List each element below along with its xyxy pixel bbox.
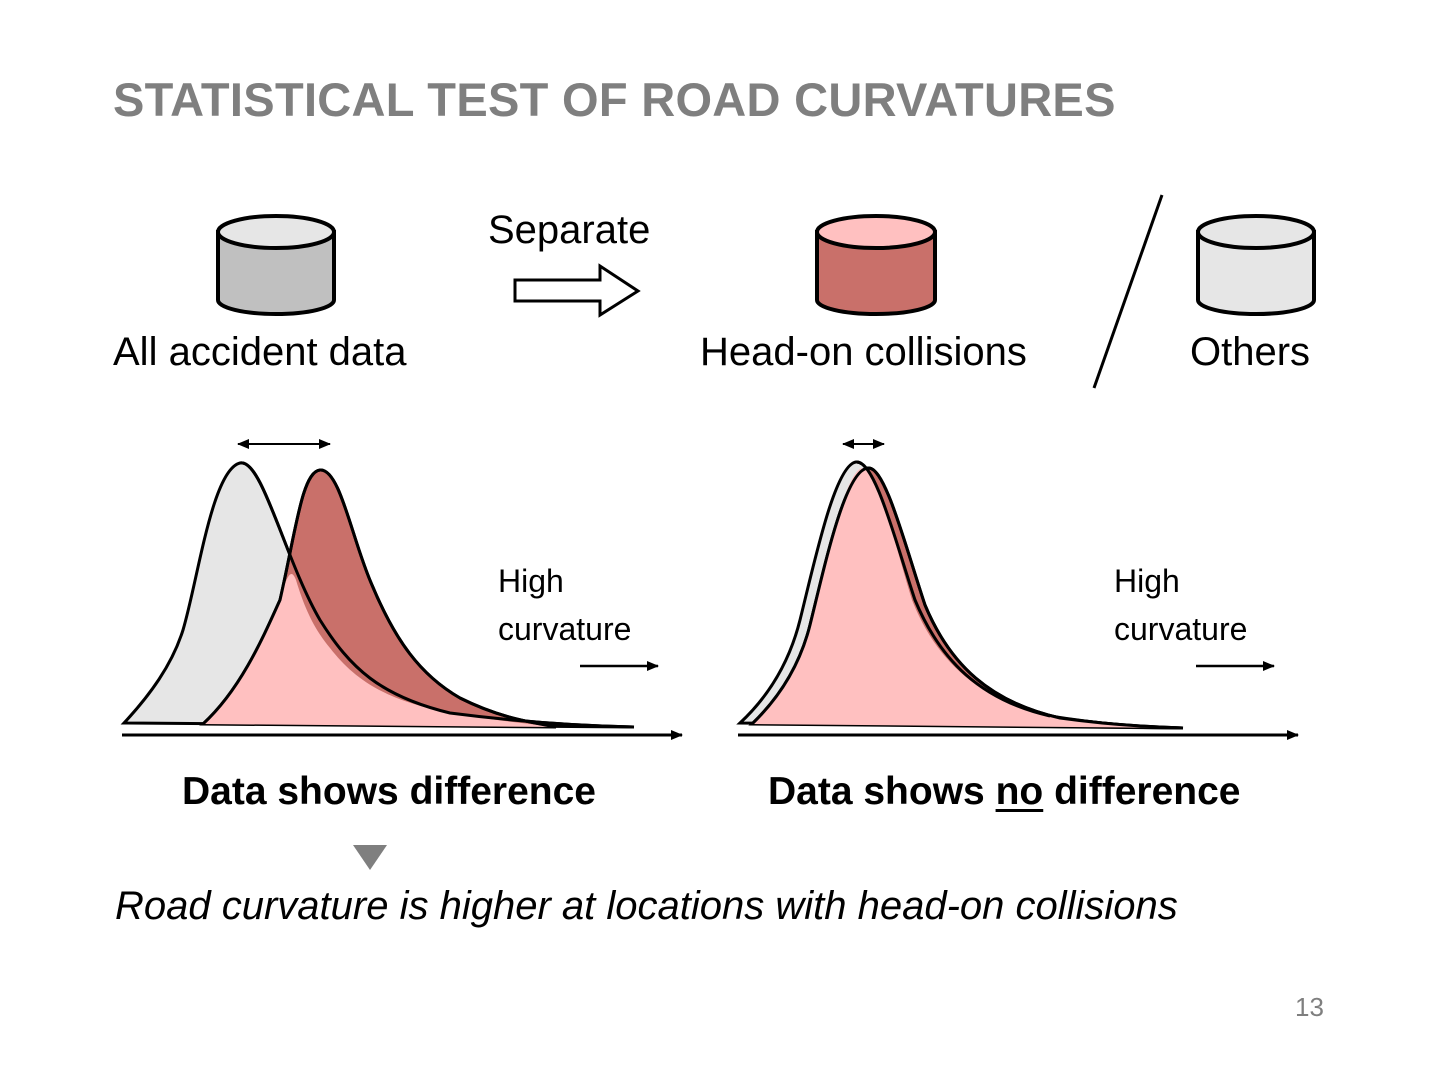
head-on-collisions-label: Head-on collisions xyxy=(700,330,1027,374)
down-triangle-icon xyxy=(353,845,387,870)
separate-label: Separate xyxy=(488,208,651,252)
right-axis-note-line1: High xyxy=(1114,563,1180,599)
page-title: STATISTICAL TEST OF ROAD CURVATURES xyxy=(113,73,1116,126)
right-caption-underlined: no xyxy=(995,770,1044,813)
divider-slash xyxy=(1092,194,1164,389)
right-distribution-plot xyxy=(736,439,1299,740)
right-axis-note: High curvature xyxy=(1114,557,1247,653)
database-headon-icon xyxy=(815,214,937,316)
right-axis-note-line2: curvature xyxy=(1114,611,1248,647)
left-axis-note: High curvature xyxy=(498,557,631,653)
left-axis-note-line1: High xyxy=(498,563,564,599)
others-label: Others xyxy=(1190,330,1311,374)
page-number: 13 xyxy=(1295,992,1324,1022)
left-axis-note-line2: curvature xyxy=(498,611,632,647)
conclusion-text: Road curvature is higher at locations wi… xyxy=(115,884,1178,928)
right-caption: Data shows no difference xyxy=(768,770,1240,814)
separate-arrow-icon xyxy=(513,263,641,318)
database-all-icon xyxy=(216,214,336,316)
right-overlap-region xyxy=(752,468,1183,728)
left-overlap-region xyxy=(203,574,556,727)
left-caption: Data shows difference xyxy=(182,770,596,813)
left-distribution-plot xyxy=(120,439,683,740)
right-caption-after: difference xyxy=(1043,770,1241,813)
database-others-icon xyxy=(1196,214,1316,316)
all-accident-data-label: All accident data xyxy=(113,330,407,374)
right-caption-before: Data shows xyxy=(768,770,996,813)
